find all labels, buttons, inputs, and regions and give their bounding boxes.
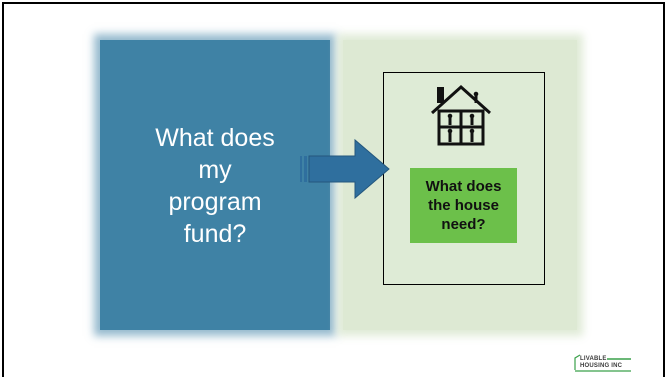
house-need-question: What does the house need? (410, 168, 517, 243)
left-panel: What does my program fund? (100, 40, 330, 330)
livable-housing-logo: LIVABLE HOUSING INC (571, 353, 635, 373)
right-arrow-icon (300, 138, 390, 200)
logo-text-line2: HOUSING INC (580, 363, 623, 369)
house-with-workers-icon (430, 84, 492, 146)
house-card: What does the house need? (383, 72, 545, 285)
program-fund-question: What does my program fund? (155, 124, 275, 248)
logo-text-line1: LIVABLE (580, 356, 607, 362)
